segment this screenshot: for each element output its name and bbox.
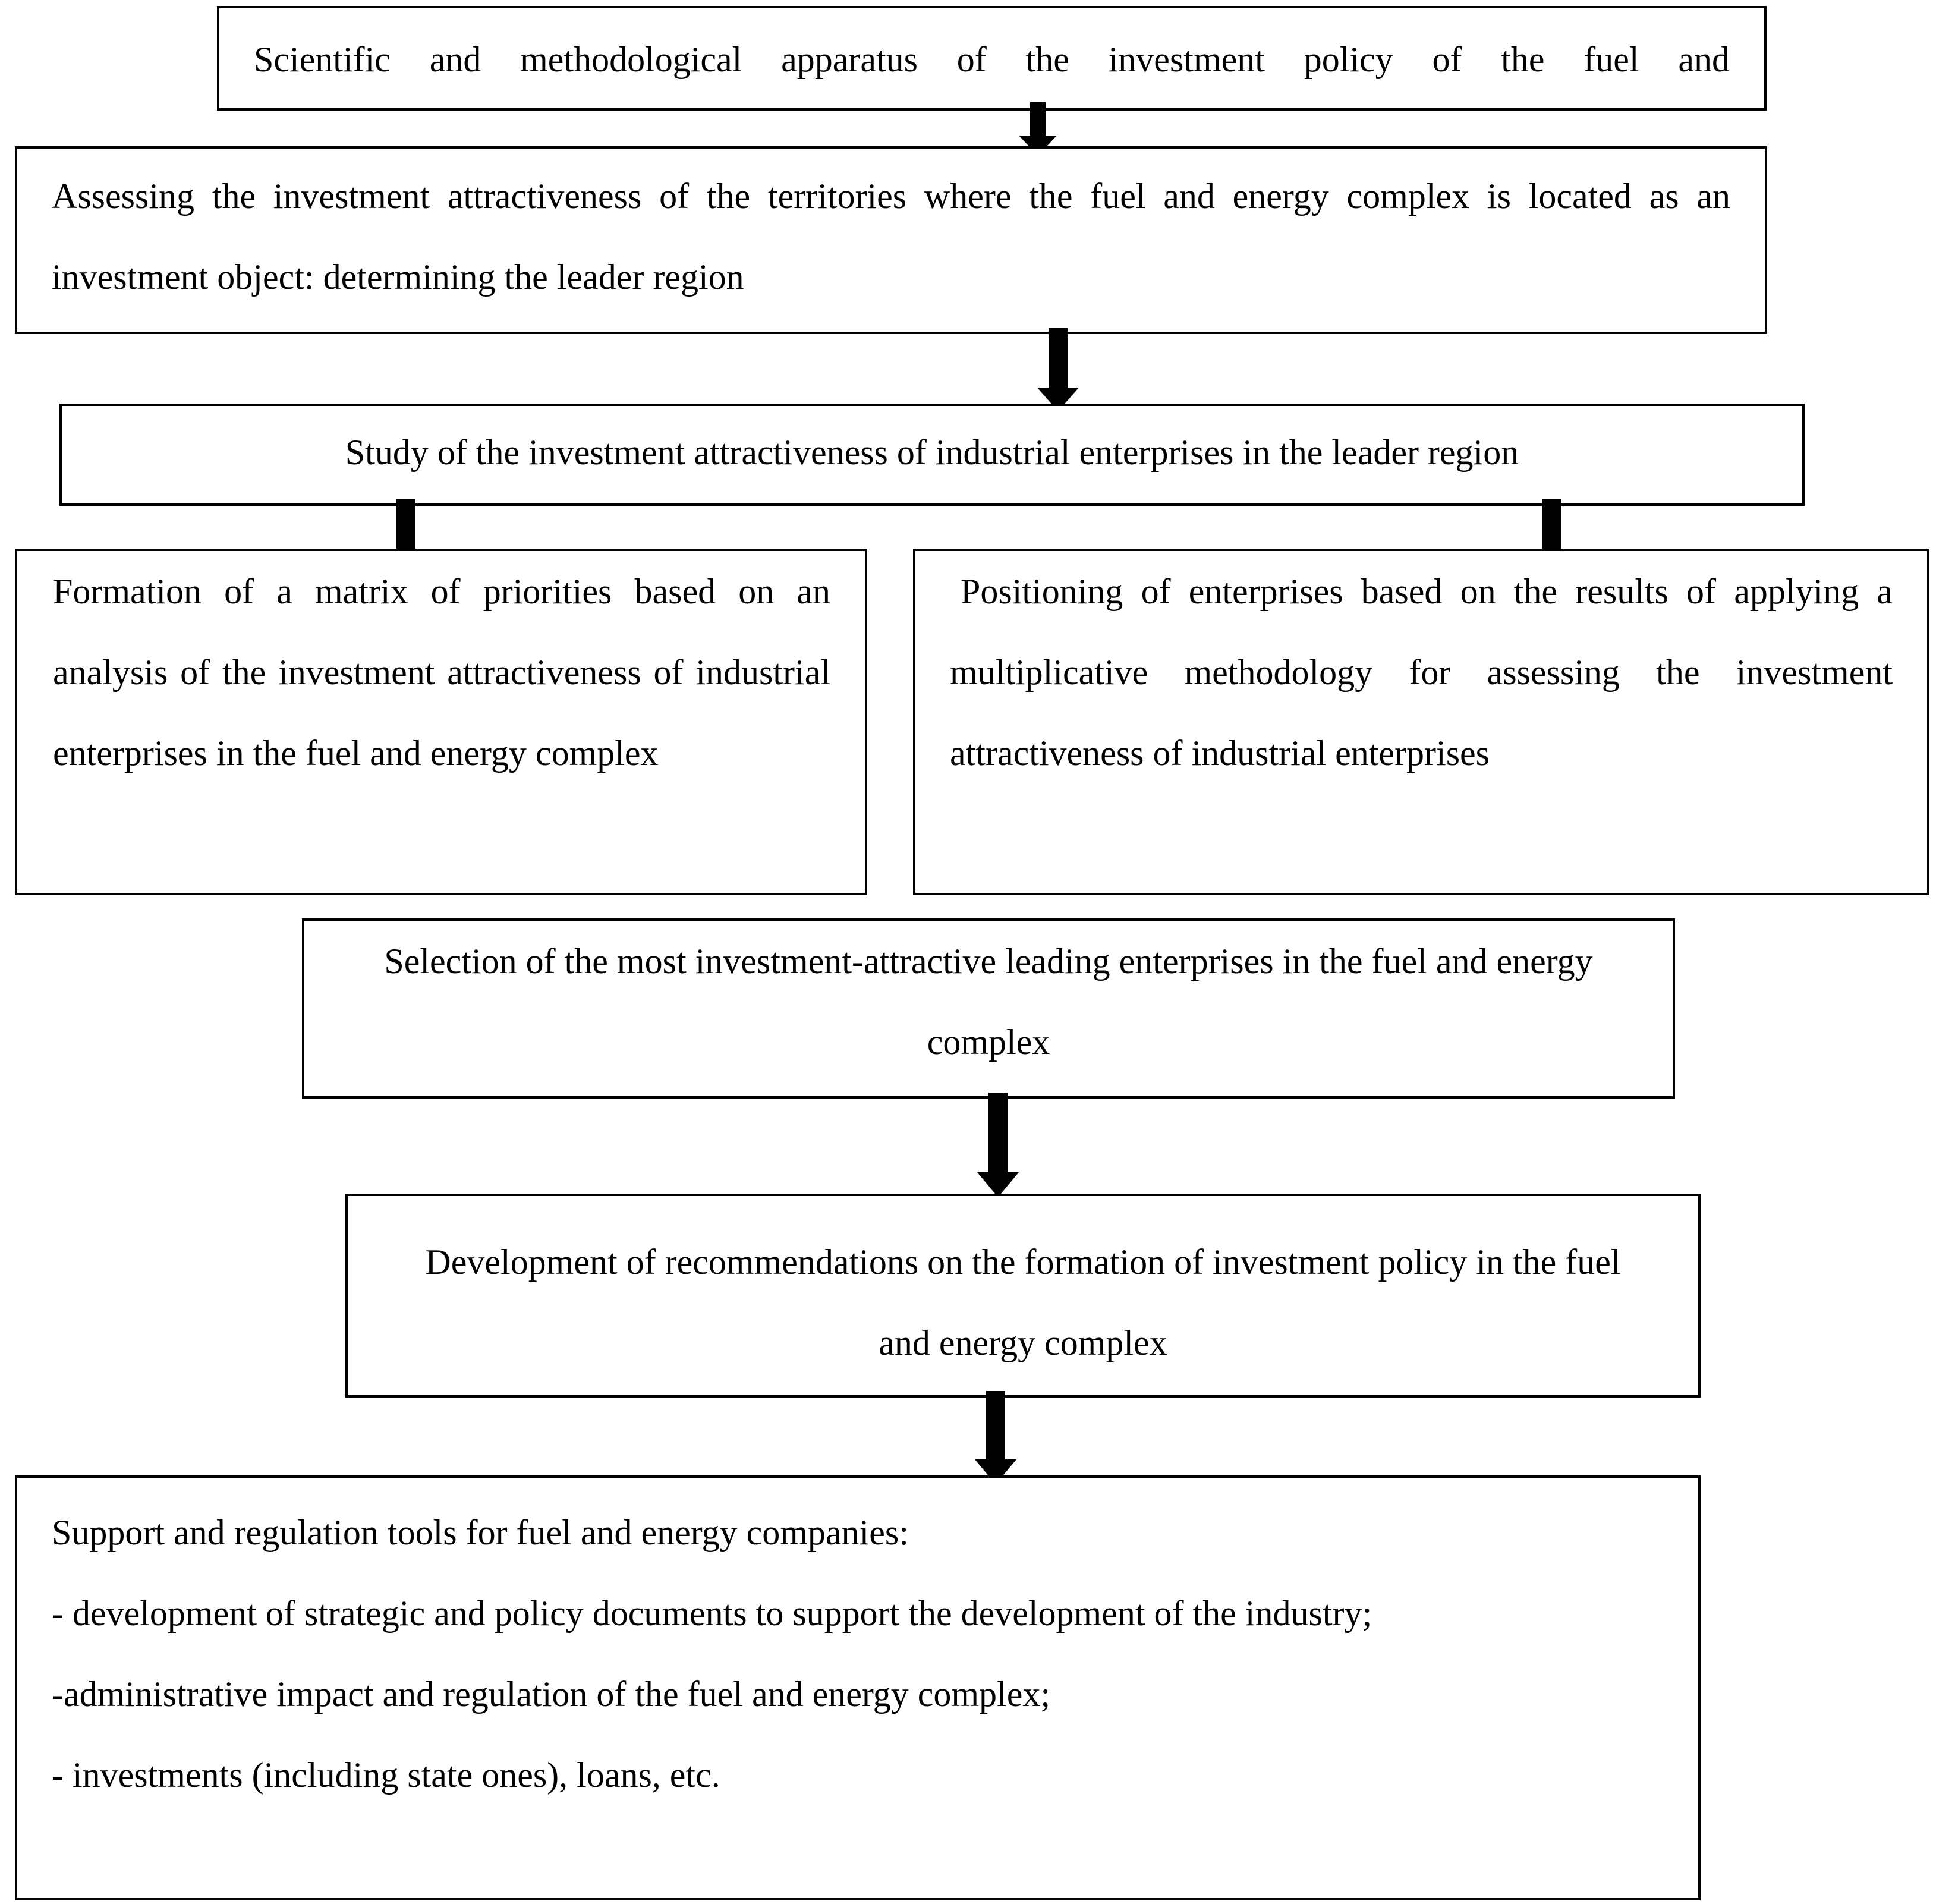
arrow-down-icon <box>975 1391 1016 1484</box>
apparatus-box: Scientific and methodological apparatus … <box>217 6 1767 111</box>
matrix-box: Formation of a matrix of priorities base… <box>15 549 867 895</box>
arrow-down-icon <box>1019 102 1057 156</box>
tools-item: - investments (including state ones), lo… <box>52 1755 720 1795</box>
arrow-down-icon <box>977 1093 1019 1197</box>
assessing-box: Assessing the investment attractiveness … <box>15 146 1767 334</box>
assessing-text: Assessing the investment attractiveness … <box>52 177 1730 297</box>
selection-text: Selection of the most investment-attract… <box>384 942 1593 1062</box>
positioning-text: Positioning of enterprises based on the … <box>950 572 1893 773</box>
matrix-text: Formation of a matrix of priorities base… <box>53 572 830 773</box>
tools-box: Support and regulation tools for fuel an… <box>15 1475 1701 1900</box>
recommendations-box: Development of recommendations on the fo… <box>345 1194 1701 1398</box>
selection-box: Selection of the most investment-attract… <box>302 918 1675 1099</box>
tools-item: -administrative impact and regulation of… <box>52 1675 1050 1714</box>
recommendations-text: Development of recommendations on the fo… <box>425 1242 1621 1362</box>
arrow-down-icon <box>1037 328 1079 411</box>
study-box: Study of the investment attractiveness o… <box>59 404 1805 506</box>
tools-heading: Support and regulation tools for fuel an… <box>52 1513 909 1552</box>
positioning-box: Positioning of enterprises based on the … <box>913 549 1929 895</box>
apparatus-text: Scientific and methodological apparatus … <box>254 40 1730 79</box>
tools-item: - development of strategic and policy do… <box>52 1594 1372 1633</box>
study-text: Study of the investment attractiveness o… <box>345 433 1519 472</box>
